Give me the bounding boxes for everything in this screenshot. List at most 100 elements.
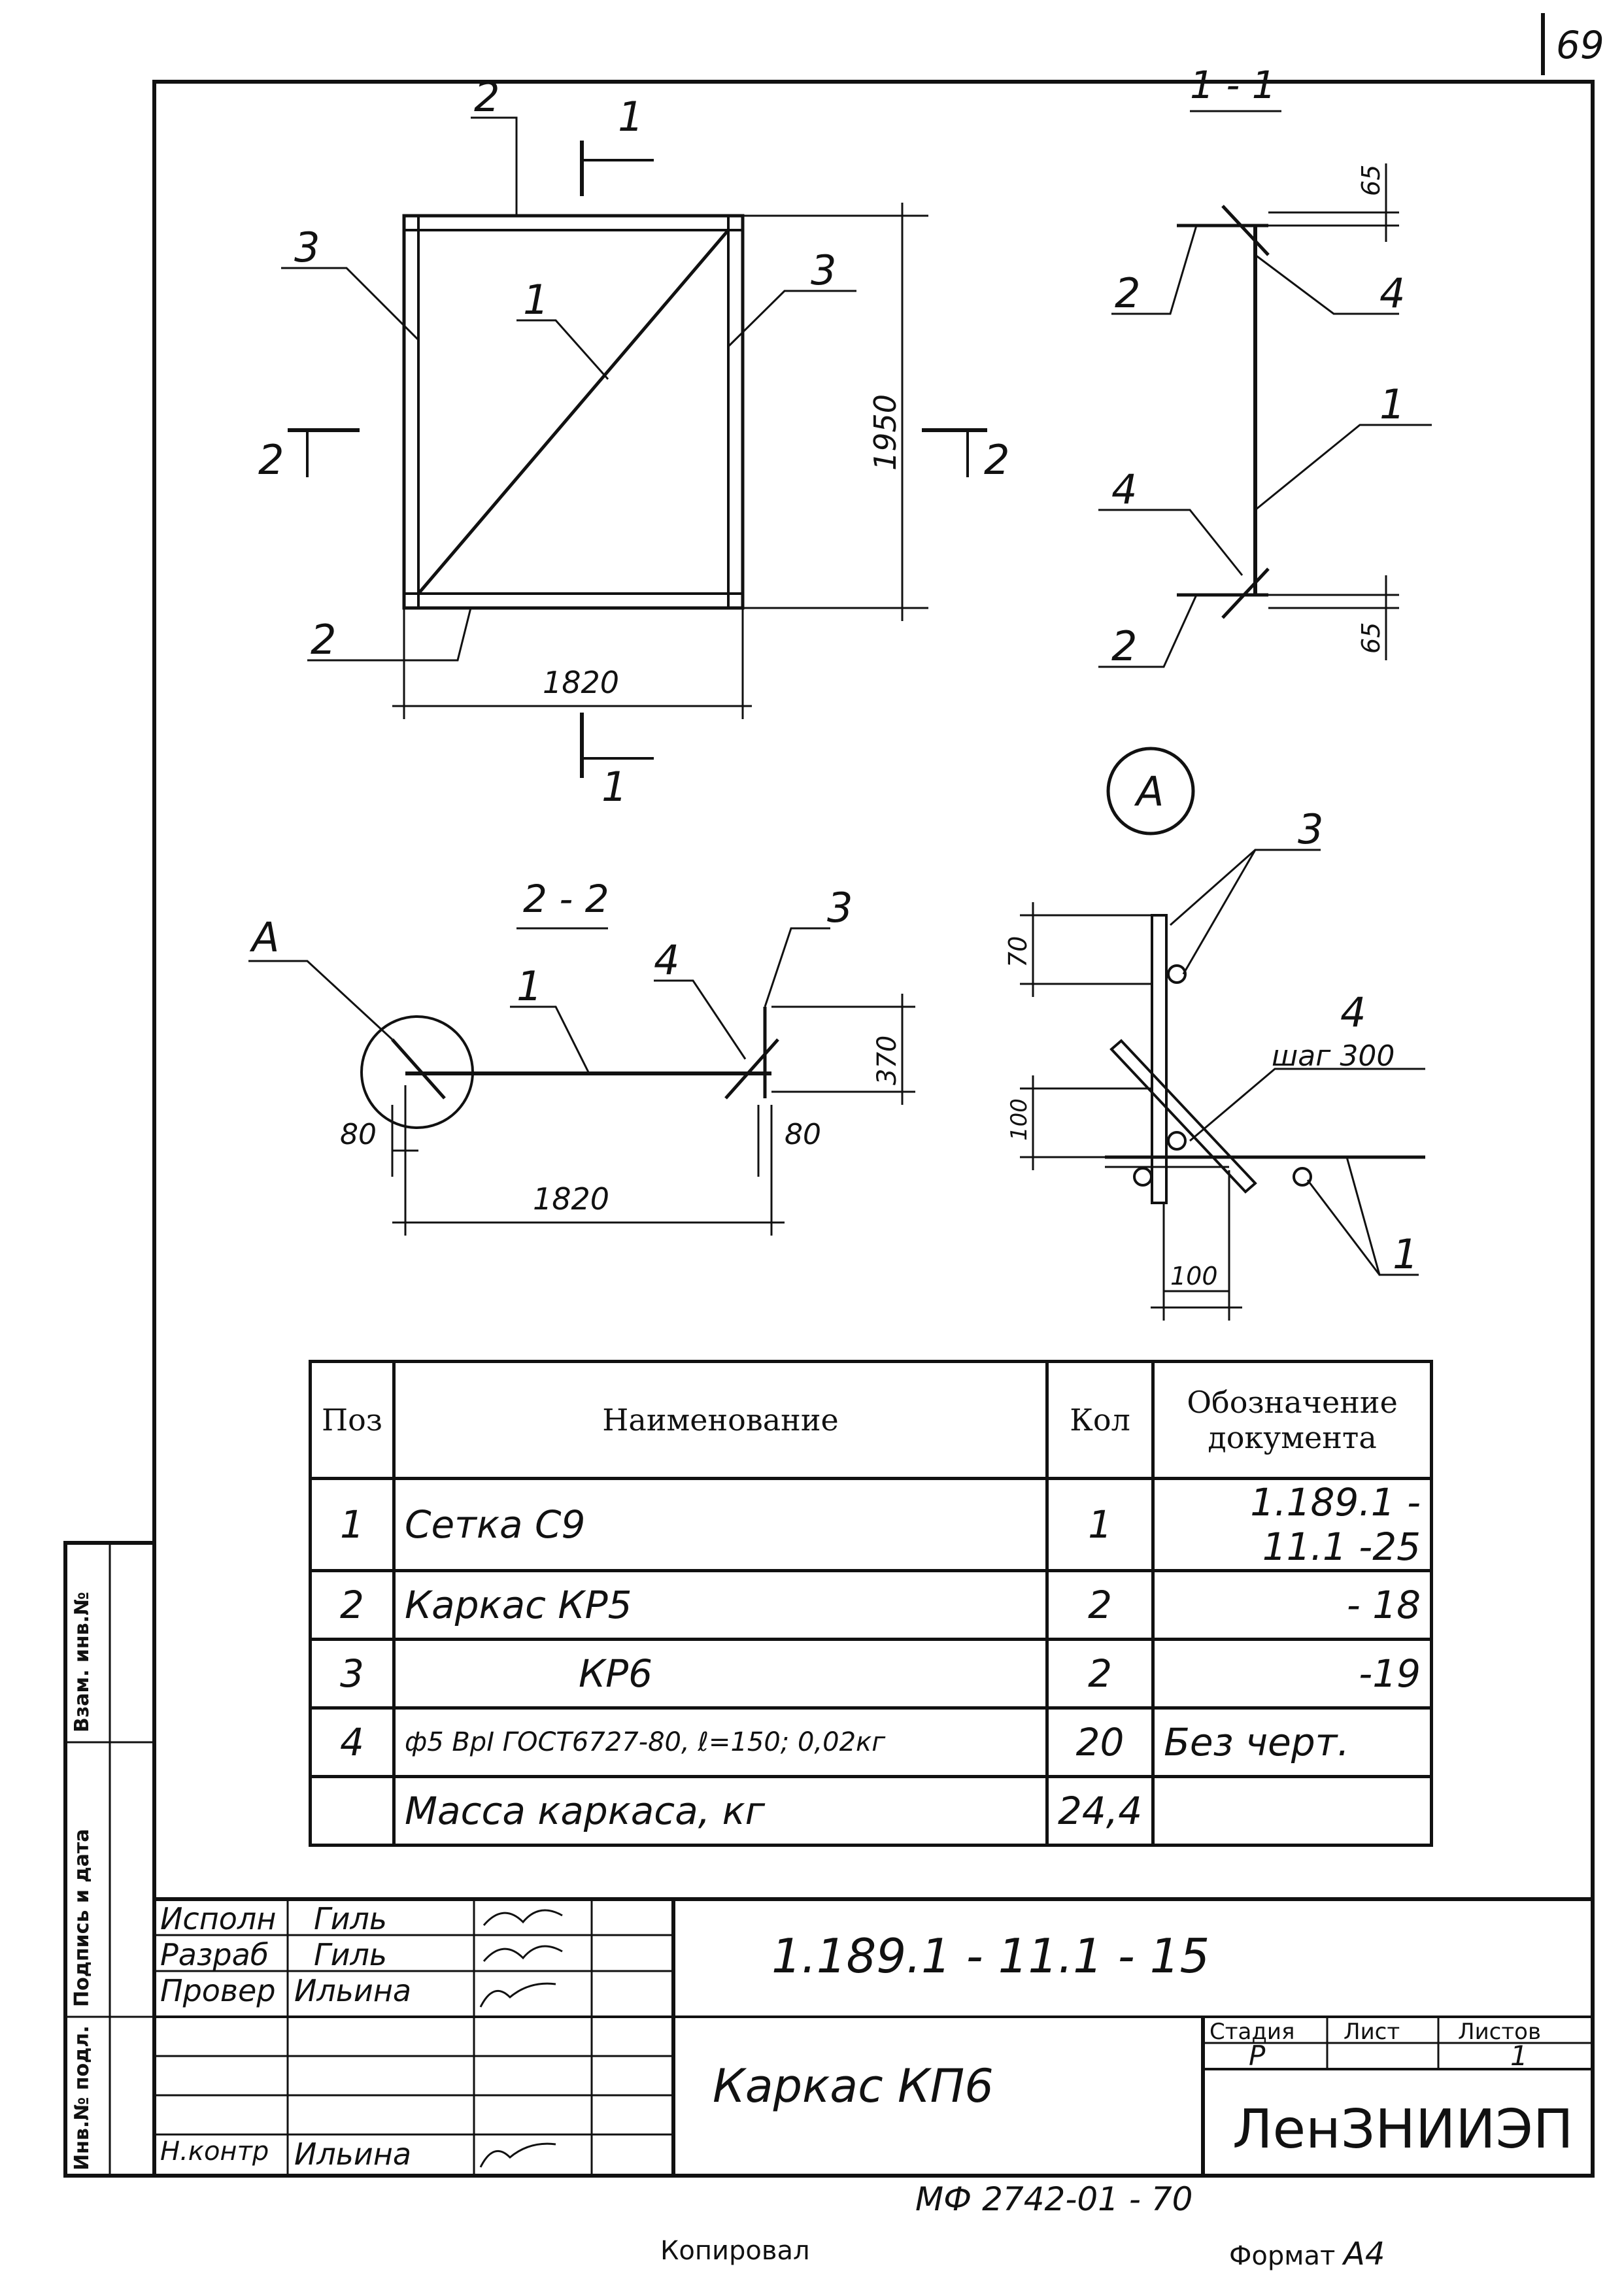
s22-pos-3: 3 (827, 884, 853, 932)
s22-callout: A (249, 913, 279, 961)
stamp-inv-original: Инв.№ подл. (71, 2025, 93, 2170)
da-dim-70: 70 (1004, 936, 1032, 968)
cell-name: ф5 ВрI ГОСТ6727-80, ℓ=150; 0,02кг (392, 1706, 1049, 1778)
s22-pos-4: 4 (654, 936, 679, 984)
s22-dim-right: 80 (785, 1118, 821, 1151)
role-norm-control: Н.контр (160, 2136, 269, 2167)
cell-qty: 1 (1045, 1477, 1155, 1572)
plan-sec1-bottom: 1 (601, 763, 627, 811)
header-qty: Кол (1045, 1360, 1155, 1480)
section-1-1-title: 1 - 1 (1190, 63, 1276, 107)
da-dim-100v: 100 (1006, 1098, 1032, 1141)
name-checker: Ильина (294, 1973, 412, 2008)
section-2-2-view (248, 927, 915, 1236)
title-block-grid (154, 1897, 1593, 2176)
cell-qty: 2 (1045, 1569, 1155, 1641)
cell-doc: Без черт. (1151, 1706, 1433, 1778)
footer-format: Формат А4 (1229, 2236, 1385, 2272)
s11-dim-bottom: 65 (1357, 622, 1385, 654)
da-dim-100h: 100 (1170, 1262, 1218, 1290)
header-name: Наименование (392, 1360, 1049, 1480)
detail-a-view (1020, 747, 1425, 1321)
cell-qty: 20 (1045, 1706, 1155, 1778)
cell-pos: 4 (309, 1706, 396, 1778)
name-developer: Гиль (314, 1937, 388, 1972)
organization: ЛенЗНИИЭП (1232, 2099, 1574, 2161)
stage-label: Стадия (1210, 2019, 1295, 2045)
cell-pos: 2 (309, 1569, 396, 1641)
plan-pos-bottom: 2 (311, 616, 336, 664)
da-step: шаг 300 (1272, 1039, 1395, 1073)
plan-pos-top: 2 (474, 73, 499, 121)
s22-dim-width: 1820 (533, 1181, 609, 1217)
da-pos-3: 3 (1298, 805, 1323, 853)
plan-sec1-top: 1 (618, 93, 643, 141)
cell-pos: 1 (309, 1477, 396, 1572)
cell-pos (309, 1775, 396, 1847)
sheets-value: 1 (1510, 2040, 1528, 2072)
s22-dim-height: 370 (872, 1036, 902, 1085)
s22-pos-1: 1 (516, 962, 542, 1010)
page-number: 69 (1556, 23, 1604, 67)
spec-header-row: Поз Наименование Кол Обозначение докумен… (309, 1360, 1433, 1480)
footer-code: МФ 2742-01 - 70 (915, 2180, 1193, 2218)
s11-pos-top-left: 2 (1115, 269, 1140, 317)
footer-format-label: Формат (1229, 2241, 1336, 2271)
cell-doc: - 18 (1151, 1569, 1433, 1641)
table-row: 2 Каркас КР5 2 - 18 (309, 1569, 1433, 1641)
name-norm-control: Ильина (294, 2136, 412, 2172)
specification-table: Поз Наименование Кол Обозначение докумен… (309, 1360, 1433, 1847)
table-row: 4 ф5 ВрI ГОСТ6727-80, ℓ=150; 0,02кг 20 Б… (309, 1706, 1433, 1778)
footer-copied: Копировал (660, 2236, 810, 2266)
s11-pos-mid: 1 (1379, 380, 1405, 428)
detail-a-title: A (1134, 767, 1164, 815)
table-row: 3 КР6 2 -19 (309, 1638, 1433, 1710)
drawing-designation: 1.189.1 - 11.1 - 15 (771, 1929, 1210, 1983)
name-performer: Гиль (314, 1901, 388, 1936)
cell-qty: 24,4 (1045, 1775, 1155, 1847)
cell-name: КР6 (392, 1638, 1049, 1710)
stamp-replacement-inv: Взам. инв.№ (71, 1591, 93, 1732)
sheets-label: Листов (1458, 2019, 1542, 2045)
section-1-1-view (1098, 110, 1432, 668)
cell-doc: 1.189.1 - 11.1 -25 (1151, 1477, 1433, 1572)
cell-name: Масса каркаса, кг (392, 1775, 1049, 1847)
s11-pos-bottom-left: 2 (1111, 622, 1137, 670)
da-pos-4: 4 (1340, 988, 1366, 1036)
cell-doc (1151, 1775, 1433, 1847)
plan-sec2-right: 2 (984, 436, 1009, 484)
plan-pos-left: 3 (294, 224, 320, 271)
stage-value: Р (1249, 2040, 1266, 2072)
header-doc-line1: Обозначение (1187, 1385, 1398, 1420)
table-row: 1 Сетка С9 1 1.189.1 - 11.1 -25 (309, 1477, 1433, 1572)
plan-height-dim: 1950 (868, 394, 903, 471)
role-checker: Провер (160, 1973, 276, 2008)
footer-format-value: А4 (1344, 2236, 1385, 2272)
plan-pos-right: 3 (811, 246, 836, 294)
stamp-signature-date: Подпись и дата (71, 1829, 93, 2007)
cell-pos: 3 (309, 1638, 396, 1710)
sheet-label: Лист (1344, 2019, 1400, 2045)
plan-view (281, 116, 987, 778)
section-2-2-title: 2 - 2 (523, 877, 609, 921)
header-doc-line2: документа (1208, 1420, 1377, 1455)
s11-pos-top-right: 4 (1379, 269, 1405, 317)
plan-width-dim: 1820 (543, 665, 619, 700)
plan-sec2-left: 2 (258, 436, 284, 484)
role-performer: Исполн (160, 1901, 277, 1936)
item-name: Каркас КП6 (713, 2059, 994, 2113)
cell-name: Каркас КР5 (392, 1569, 1049, 1641)
cell-doc: -19 (1151, 1638, 1433, 1710)
table-row: Масса каркаса, кг 24,4 (309, 1775, 1433, 1847)
s11-dim-top: 65 (1357, 165, 1385, 196)
cell-qty: 2 (1045, 1638, 1155, 1710)
plan-pos-diag: 1 (523, 276, 549, 324)
da-pos-1: 1 (1393, 1230, 1418, 1278)
s11-pos-low-left: 4 (1111, 465, 1137, 513)
header-doc: Обозначение документа (1151, 1360, 1433, 1480)
sheet-frame (152, 80, 1595, 2178)
cell-name: Сетка С9 (392, 1477, 1049, 1572)
role-developer: Разраб (160, 1937, 269, 1972)
